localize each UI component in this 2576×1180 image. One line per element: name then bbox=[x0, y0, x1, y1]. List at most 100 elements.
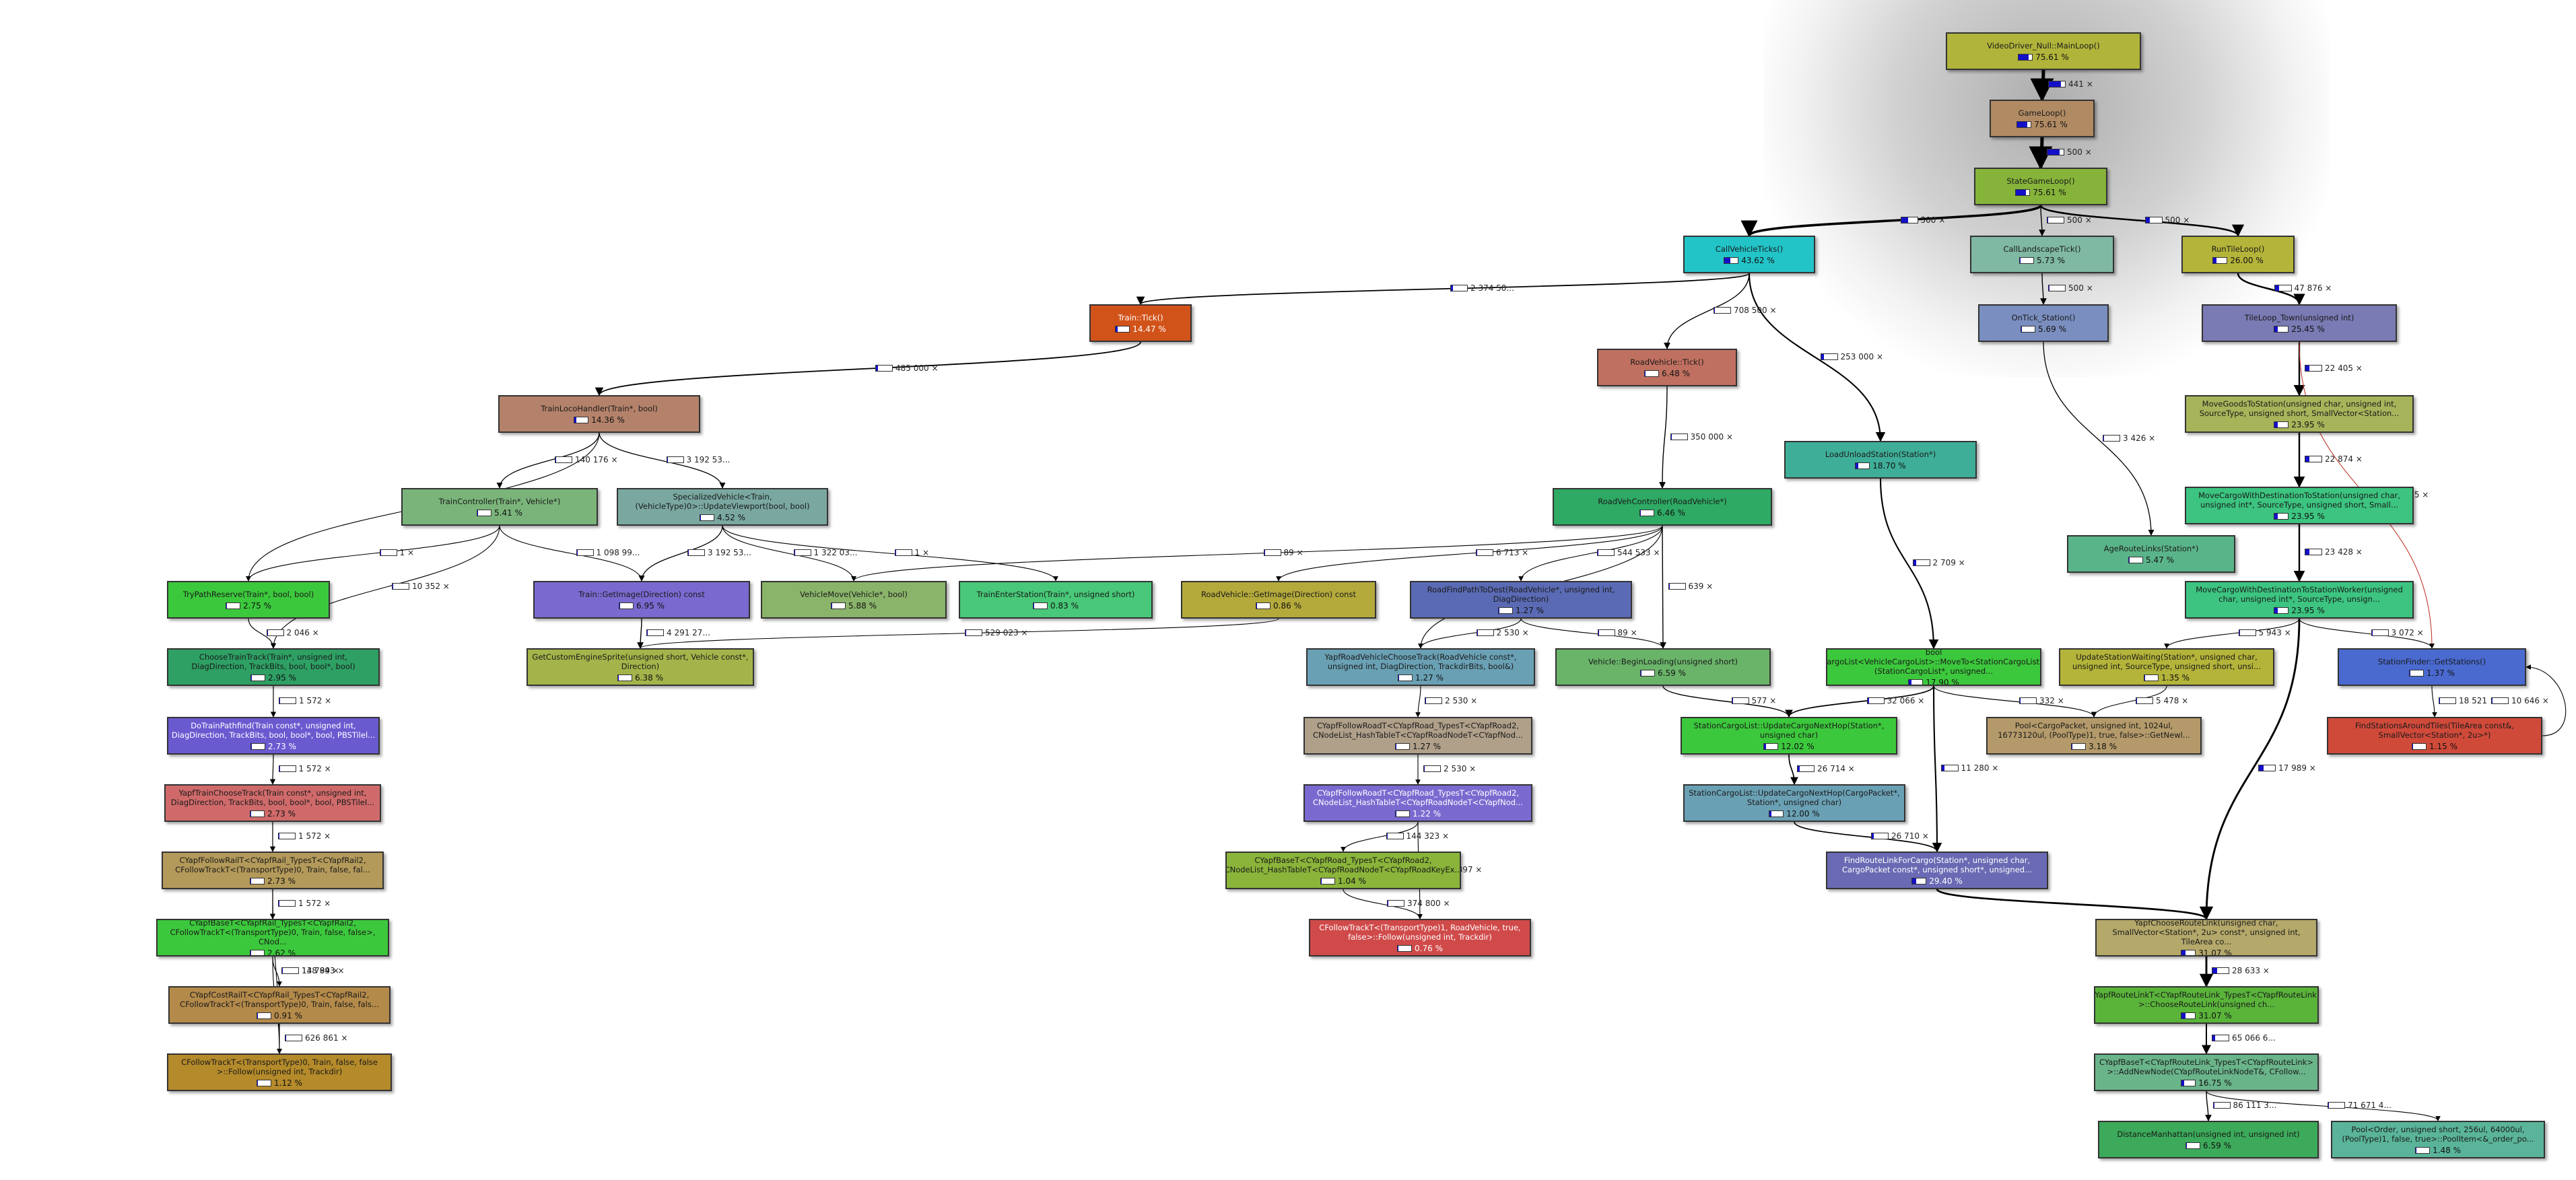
function-node[interactable]: CYapfFollowRoadT<CYapfRoad_TypesT<CYapfR… bbox=[1303, 784, 1532, 822]
edge-gauge-fill bbox=[2305, 365, 2309, 371]
function-node[interactable]: YapfTrainChooseTrack(Train const*, unsig… bbox=[164, 784, 381, 822]
edge-call-count: 22 405 × bbox=[2305, 363, 2363, 373]
call-edge bbox=[1343, 889, 1423, 919]
cost-gauge-fill bbox=[2129, 557, 2130, 563]
cost-percent: 75.61 % bbox=[2035, 52, 2069, 62]
function-node[interactable]: UpdateStationWaiting(Station*, unsigned … bbox=[2059, 648, 2274, 686]
function-node[interactable]: YapfChooseRouteLink(unsigned char, Small… bbox=[2095, 919, 2317, 957]
cost-row: 12.00 % bbox=[1769, 809, 1820, 819]
cost-row: 75.61 % bbox=[2018, 53, 2069, 62]
edge-call-count: 374 800 × bbox=[1387, 899, 1450, 908]
function-node[interactable]: Pool<Order, unsigned short, 256ul, 64000… bbox=[2331, 1121, 2545, 1158]
function-node[interactable]: RunTileLoop()26.00 % bbox=[2181, 236, 2295, 273]
cost-gauge bbox=[831, 602, 846, 609]
function-node[interactable]: StateGameLoop()75.61 % bbox=[1974, 168, 2107, 205]
function-node[interactable]: CYapfBaseT<CYapfRoad_TypesT<CYapfRoad2, … bbox=[1225, 852, 1461, 889]
function-node[interactable]: RoadVehicle::Tick()6.48 % bbox=[1597, 349, 1737, 386]
function-node[interactable]: Pool<CargoPacket, unsigned int, 1024ul, … bbox=[1986, 717, 2202, 755]
edge-gauge bbox=[2258, 765, 2276, 771]
edge-gauge-fill bbox=[279, 766, 280, 771]
function-node[interactable]: MoveGoodsToStation(unsigned char, unsign… bbox=[2185, 395, 2414, 433]
cost-gauge bbox=[477, 509, 492, 516]
function-node[interactable]: FindStationsAroundTiles(TileArea const&,… bbox=[2327, 717, 2542, 755]
function-node[interactable]: TrainLocoHandler(Train*, bool)14.36 % bbox=[498, 395, 700, 433]
function-node[interactable]: LoadUnloadStation(Station*)18.70 % bbox=[1784, 441, 1977, 479]
edge-call-count-text: 374 800 × bbox=[1407, 899, 1450, 908]
cost-gauge-fill bbox=[2017, 121, 2028, 127]
cost-row: 75.61 % bbox=[2016, 120, 2068, 129]
function-node[interactable]: VehicleMove(Vehicle*, bool)5.88 % bbox=[761, 581, 947, 619]
call-edge bbox=[2164, 618, 2300, 649]
function-node[interactable]: ChooseTrainTrack(Train*, unsigned int, D… bbox=[167, 648, 380, 686]
function-node[interactable]: bool CargoList<VehicleCargoList>::MoveTo… bbox=[1826, 648, 2041, 686]
function-name: StationCargoList::UpdateCargoNextHop(Car… bbox=[1689, 788, 1900, 807]
edge-call-count-text: 2 046 × bbox=[286, 628, 319, 637]
edge-call-count-text: 18 521 × bbox=[2459, 696, 2497, 705]
cost-gauge-fill bbox=[618, 674, 619, 681]
function-node[interactable]: MoveCargoWithDestinationToStationWorker(… bbox=[2185, 581, 2414, 619]
edge-call-count: 47 876 × bbox=[2274, 283, 2332, 293]
cost-gauge bbox=[2212, 256, 2228, 264]
edge-gauge bbox=[2144, 216, 2163, 223]
function-node[interactable]: CYapfCostRailT<CYapfRail_TypesT<CYapfRai… bbox=[168, 986, 391, 1024]
function-node[interactable]: GetCustomEngineSprite(unsigned short, Ve… bbox=[527, 648, 754, 686]
function-node[interactable]: StationFinder::GetStations()1.37 % bbox=[2338, 648, 2526, 686]
edge-call-count: 26 710 × bbox=[1871, 831, 1929, 841]
function-node[interactable]: CallLandscapeTick()5.73 % bbox=[1970, 236, 2114, 273]
edge-call-count-text: 2 374 50... bbox=[1470, 283, 1514, 293]
function-node[interactable]: CYapfBaseT<CYapfRouteLink_TypesT<CYapfRo… bbox=[2094, 1053, 2319, 1091]
edge-call-count: 144 323 × bbox=[1386, 831, 1449, 841]
function-node[interactable]: OnTick_Station()5.69 % bbox=[1978, 304, 2109, 342]
cost-percent: 31.07 % bbox=[2198, 1010, 2232, 1020]
edge-call-count-text: 28 633 × bbox=[2232, 966, 2270, 975]
cost-gauge bbox=[1395, 742, 1411, 750]
function-node[interactable]: DoTrainPathfind(Train const*, unsigned i… bbox=[167, 717, 380, 755]
call-edge bbox=[722, 525, 1058, 582]
function-node[interactable]: GameLoop()75.61 % bbox=[1990, 100, 2095, 137]
cost-percent: 75.61 % bbox=[2034, 119, 2068, 129]
cost-gauge-fill bbox=[251, 743, 252, 749]
function-node[interactable]: YapfRoadVehicleChooseTrack(RoadVehicle c… bbox=[1306, 648, 1535, 686]
function-node[interactable]: CYapfFollowRoadT<CYapfRoad_TypesT<CYapfR… bbox=[1303, 717, 1532, 755]
cost-gauge-fill bbox=[2181, 950, 2186, 955]
function-name: CYapfRouteLinkT<CYapfRouteLink_TypesT<CY… bbox=[2094, 990, 2319, 1009]
function-node[interactable]: CYapfFollowRailT<CYapfRail_TypesT<CYapfR… bbox=[162, 852, 384, 889]
function-node[interactable]: MoveCargoWithDestinationToStation(unsign… bbox=[2185, 487, 2414, 524]
function-node[interactable]: VideoDriver_Null::MainLoop()75.61 % bbox=[1946, 32, 2141, 70]
function-node[interactable]: CFollowTrackT<(TransportType)1, RoadVehi… bbox=[1309, 919, 1531, 957]
function-name: CFollowTrackT<(TransportType)1, RoadVehi… bbox=[1319, 922, 1521, 942]
cost-gauge bbox=[617, 674, 633, 681]
cost-gauge-fill bbox=[477, 510, 479, 516]
function-node[interactable]: CYapfBaseT<CYapfRail_TypesT<CYapfRail2, … bbox=[156, 919, 389, 957]
function-node[interactable]: AgeRouteLinks(Station*)5.47 % bbox=[2067, 535, 2235, 573]
function-node[interactable]: StationCargoList::UpdateCargoNextHop(Car… bbox=[1683, 784, 1905, 822]
edge-call-count: 5 478 × bbox=[2136, 696, 2188, 705]
function-node[interactable]: Train::Tick()14.47 % bbox=[1089, 304, 1192, 342]
function-node[interactable]: CYapfRouteLinkT<CYapfRouteLink_TypesT<CY… bbox=[2094, 986, 2319, 1024]
function-node[interactable]: RoadVehController(RoadVehicle*)6.46 % bbox=[1553, 488, 1772, 526]
edge-gauge bbox=[1597, 549, 1615, 556]
function-node[interactable]: TryPathReserve(Train*, bool, bool)2.75 % bbox=[167, 581, 330, 619]
function-node[interactable]: TileLoop_Town(unsigned int)25.45 % bbox=[2202, 304, 2397, 342]
edge-call-count: 2 709 × bbox=[1912, 558, 1965, 567]
function-node[interactable]: SpecializedVehicle<Train, (VehicleType)0… bbox=[617, 488, 828, 526]
function-node[interactable]: CallVehicleTicks()43.62 % bbox=[1683, 236, 1815, 273]
function-node[interactable]: RoadFindPathToDest(RoadVehicle*, unsigne… bbox=[1410, 581, 1632, 619]
function-node[interactable]: DistanceManhattan(unsigned int, unsigned… bbox=[2098, 1121, 2319, 1158]
function-node[interactable]: Vehicle::BeginLoading(unsigned short)6.5… bbox=[1555, 648, 1771, 686]
function-node[interactable]: TrainController(Train*, Vehicle*)5.41 % bbox=[401, 488, 598, 526]
cost-percent: 1.04 % bbox=[1338, 876, 1366, 886]
edge-gauge-fill bbox=[688, 550, 689, 555]
function-node[interactable]: FindRouteLinkForCargo(Station*, unsigned… bbox=[1826, 852, 2048, 889]
function-node[interactable]: StationCargoList::UpdateCargoNextHop(Sta… bbox=[1681, 717, 1897, 755]
cost-percent: 23.95 % bbox=[2291, 511, 2325, 521]
function-node[interactable]: TrainEnterStation(Train*, unsigned short… bbox=[959, 581, 1153, 619]
edge-call-count-text: 10 352 × bbox=[412, 582, 450, 591]
function-node[interactable]: CFollowTrackT<(TransportType)0, Train, f… bbox=[167, 1053, 392, 1091]
edge-gauge bbox=[965, 629, 982, 636]
cost-gauge bbox=[1395, 810, 1411, 817]
cost-percent: 6.48 % bbox=[1662, 368, 1690, 378]
edge-call-count: 1 572 × bbox=[278, 831, 331, 841]
